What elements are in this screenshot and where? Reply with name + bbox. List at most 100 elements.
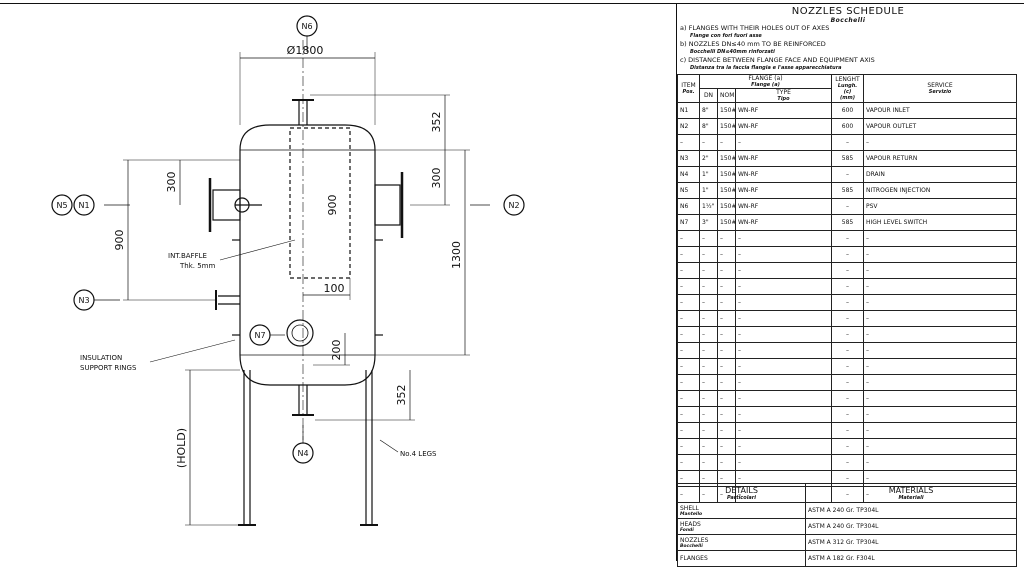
- cell-nom: 150#: [717, 118, 736, 135]
- table-row: ––––––: [677, 390, 1017, 407]
- cell-service: –: [863, 294, 1017, 311]
- cell-nom: –: [717, 342, 736, 359]
- cell-dn: –: [699, 294, 718, 311]
- cell-length: –: [831, 134, 864, 151]
- table-row: ––––––: [677, 230, 1017, 247]
- cell-dn: 2": [699, 150, 718, 167]
- cell-item: –: [677, 358, 700, 375]
- cell-service: –: [863, 374, 1017, 391]
- cell-item: –: [677, 406, 700, 423]
- cell-type: –: [735, 406, 832, 423]
- table-row: ––––––: [677, 310, 1017, 327]
- col-nom: NOM.: [717, 88, 736, 103]
- cell-length: –: [831, 438, 864, 455]
- cell-service: –: [863, 390, 1017, 407]
- cell-type: –: [735, 454, 832, 471]
- cell-length: 585: [831, 214, 864, 231]
- nozzles-schedule: NOZZLES SCHEDULE Bocchelli a) FLANGES WI…: [676, 4, 1019, 567]
- baffle-label-line2: Thk. 5mm: [179, 262, 215, 270]
- cell-dn: –: [699, 310, 718, 327]
- cell-dn: 8": [699, 102, 718, 119]
- dim-hold: (HOLD): [175, 428, 188, 468]
- cell-nom: 150#: [717, 182, 736, 199]
- cell-service: –: [863, 134, 1017, 151]
- cell-item: –: [677, 262, 700, 279]
- cell-type: –: [735, 294, 832, 311]
- cell-item: N6: [677, 198, 700, 215]
- tag-n3: N3: [78, 296, 89, 305]
- tag-n4: N4: [297, 449, 308, 458]
- schedule-title: NOZZLES SCHEDULE Bocchelli: [791, 6, 905, 24]
- material-spec: ASTM A 312 Gr. TP304L: [805, 534, 1017, 551]
- cell-nom: –: [717, 374, 736, 391]
- tag-n7: N7: [254, 331, 265, 340]
- cell-length: –: [831, 246, 864, 263]
- cell-type: –: [735, 438, 832, 455]
- cell-nom: 150#: [717, 214, 736, 231]
- dim-bottom-head: 352: [395, 385, 408, 406]
- cell-type: WN-RF: [735, 214, 832, 231]
- cell-service: –: [863, 342, 1017, 359]
- nozzle-n7: [286, 319, 314, 347]
- dim-n7-offset: 200: [330, 340, 343, 361]
- cell-item: –: [677, 390, 700, 407]
- cell-type: –: [735, 134, 832, 151]
- vessel-shell: [239, 124, 376, 386]
- cell-nom: 150#: [717, 166, 736, 183]
- cell-nom: –: [717, 294, 736, 311]
- cell-dn: –: [699, 342, 718, 359]
- cell-length: –: [831, 294, 864, 311]
- cell-nom: –: [717, 278, 736, 295]
- cell-type: WN-RF: [735, 166, 832, 183]
- dim-baffle-offset: 100: [324, 282, 345, 295]
- table-row: ––––––: [677, 422, 1017, 439]
- cell-dn: –: [699, 422, 718, 439]
- cell-length: –: [831, 198, 864, 215]
- dim-diameter: Ø1800: [287, 44, 324, 57]
- table-row: ––––––: [677, 358, 1017, 375]
- cell-length: –: [831, 390, 864, 407]
- cell-dn: 1": [699, 182, 718, 199]
- cell-length: –: [831, 358, 864, 375]
- cell-service: –: [863, 230, 1017, 247]
- cell-type: –: [735, 326, 832, 343]
- table-row: ––––––: [677, 262, 1017, 279]
- cell-dn: –: [699, 358, 718, 375]
- cell-nom: –: [717, 262, 736, 279]
- cell-length: 600: [831, 102, 864, 119]
- cell-item: N2: [677, 118, 700, 135]
- cell-type: –: [735, 278, 832, 295]
- cell-dn: –: [699, 438, 718, 455]
- cell-dn: –: [699, 390, 718, 407]
- cell-dn: 3": [699, 214, 718, 231]
- material-detail: FLANGES: [677, 550, 806, 567]
- cell-item: N4: [677, 166, 700, 183]
- cell-length: –: [831, 262, 864, 279]
- cell-dn: 8": [699, 118, 718, 135]
- cell-nom: –: [717, 134, 736, 151]
- cell-dn: –: [699, 278, 718, 295]
- cell-type: WN-RF: [735, 102, 832, 119]
- table-row: ––––––: [677, 246, 1017, 263]
- cell-nom: –: [717, 438, 736, 455]
- cell-item: –: [677, 438, 700, 455]
- cell-length: 585: [831, 150, 864, 167]
- cell-service: PSV: [863, 198, 1017, 215]
- cell-nom: –: [717, 422, 736, 439]
- tag-n5: N5: [56, 201, 67, 210]
- cell-length: –: [831, 278, 864, 295]
- tag-n1: N1: [78, 201, 89, 210]
- internal-baffle: [289, 127, 351, 279]
